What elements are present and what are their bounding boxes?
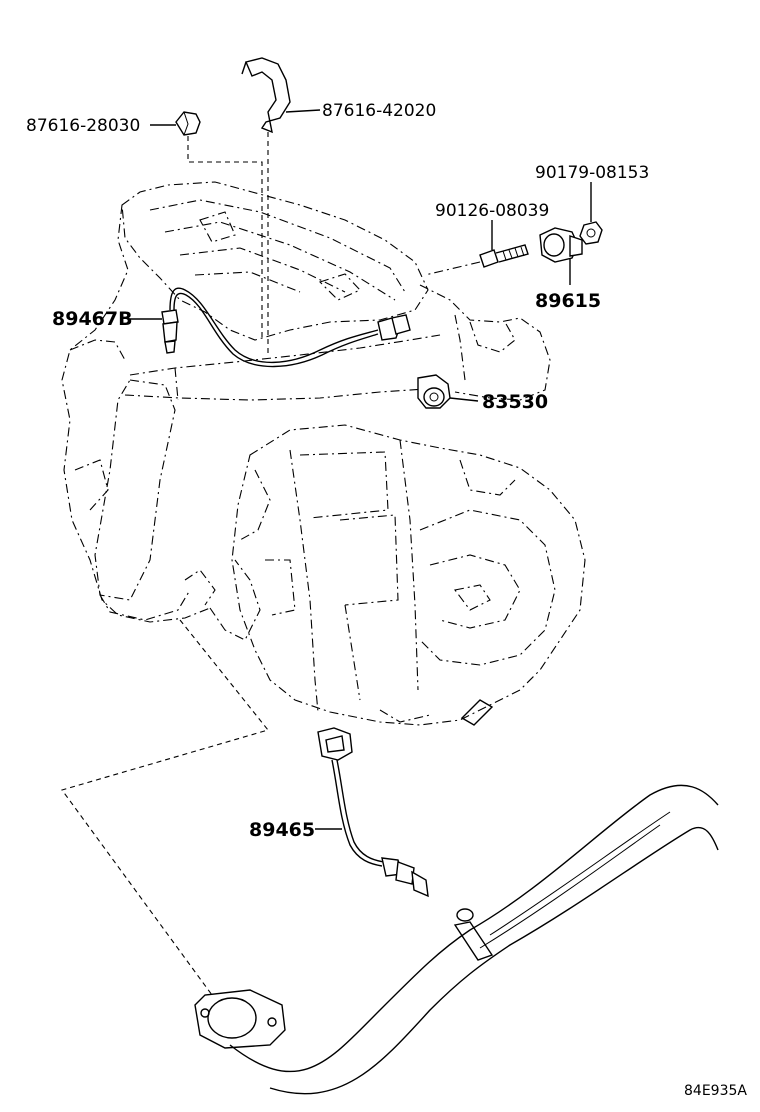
oxygen-sensor-89465	[317, 727, 429, 898]
clamp-87616-42020	[241, 57, 291, 356]
clamp-87616-28030	[175, 111, 263, 340]
label-89615: 89615	[535, 290, 601, 312]
label-83530: 83530	[482, 391, 548, 413]
stud-90126-08039	[424, 244, 529, 276]
oxygen-sensor-89467b	[161, 287, 411, 368]
label-87616-42020: 87616-42020	[322, 101, 436, 121]
leader-lines	[130, 109, 592, 830]
transaxle-outline	[231, 424, 586, 726]
nut-90179-08153	[579, 221, 603, 245]
oil-pressure-switch-83530	[417, 374, 451, 409]
label-90126-08039: 90126-08039	[435, 201, 549, 221]
exhaust-pipe	[194, 784, 719, 1095]
engine-outline	[61, 181, 551, 996]
label-89467b: 89467B	[52, 308, 133, 330]
label-87616-28030: 87616-28030	[26, 116, 140, 136]
label-90179-08153: 90179-08153	[535, 163, 649, 183]
label-89465: 89465	[249, 819, 315, 841]
knock-sensor-89615	[539, 227, 583, 263]
figure-code: 84E935A	[684, 1083, 747, 1099]
